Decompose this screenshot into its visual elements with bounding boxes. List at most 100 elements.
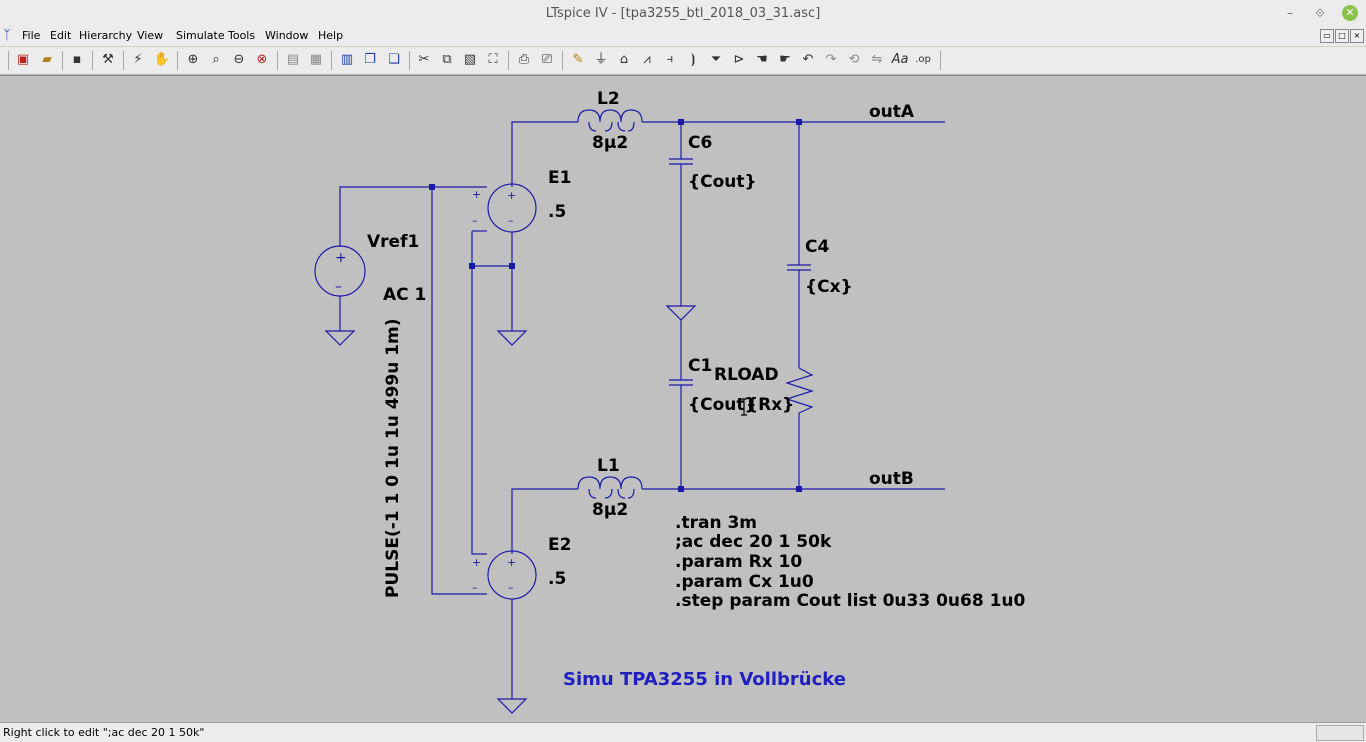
run-icon[interactable]: ⚡ <box>133 52 143 67</box>
capacitor-c1 <box>669 379 693 386</box>
menu-tools[interactable]: Tools <box>228 29 256 42</box>
c1-value[interactable]: {Cout} <box>688 395 757 415</box>
label-net-icon[interactable]: ⌂ <box>619 52 629 67</box>
toolbar-separator <box>123 51 124 70</box>
toolbar-separator <box>331 51 332 70</box>
control-panel-icon[interactable]: ⚒ <box>102 52 114 67</box>
toolbar-separator <box>940 51 941 70</box>
c4-name[interactable]: C4 <box>805 237 829 257</box>
zoom-out-icon[interactable]: ⊖ <box>233 52 245 67</box>
menu-edit[interactable]: Edit <box>50 29 72 42</box>
tile-vertical-icon[interactable]: ❐ <box>364 52 376 67</box>
resistor-icon[interactable]: ⩘ <box>643 52 651 67</box>
print-icon[interactable]: ⎚ <box>541 52 553 67</box>
e1-name[interactable]: E1 <box>548 168 571 188</box>
undo-icon[interactable]: ↶ <box>802 52 814 67</box>
toolbar-separator <box>62 51 63 70</box>
svg-text:–: – <box>472 581 478 594</box>
capacitor-icon[interactable]: ⫞ <box>666 52 674 67</box>
net-outB[interactable]: outB <box>869 469 914 489</box>
pan-icon[interactable]: ⌕ <box>212 52 220 67</box>
directive-step[interactable]: .step param Cout list 0u33 0u68 1u0 <box>675 591 1026 611</box>
rload-name[interactable]: RLOAD <box>714 365 779 385</box>
schematic-canvas[interactable]: +– +– +– +– +– L2 8μ2 C6 {Cout} outA E1 … <box>0 75 1366 722</box>
component-icon[interactable]: ⊳ <box>733 52 745 67</box>
drag-hand-icon[interactable]: ☛ <box>779 52 791 67</box>
l2-name[interactable]: L2 <box>597 89 620 109</box>
e2-name[interactable]: E2 <box>548 535 571 555</box>
inductor-icon[interactable]: ⦘ <box>690 52 696 67</box>
e2-value[interactable]: .5 <box>548 569 566 589</box>
tile-horizontal-icon[interactable]: ▥ <box>340 52 354 67</box>
menu-file[interactable]: File <box>22 29 41 42</box>
svg-text:–: – <box>508 214 514 227</box>
cut-icon[interactable]: ✂ <box>418 52 430 67</box>
capacitor-c4 <box>787 264 811 271</box>
zoom-fit-icon[interactable]: ⊗ <box>256 52 268 67</box>
text-cursor-icon <box>741 398 747 416</box>
c4-value[interactable]: {Cx} <box>805 277 853 297</box>
menu-simulate[interactable]: Simulate <box>176 29 225 42</box>
schematic-comment[interactable]: Simu TPA3255 in Vollbrücke <box>563 669 846 690</box>
find-icon[interactable]: ⛶ <box>488 52 498 67</box>
junction <box>796 119 802 125</box>
mirror-icon[interactable]: ⇋ <box>871 52 883 67</box>
directive-tran[interactable]: .tran 3m <box>675 513 757 533</box>
paste-icon[interactable]: ▧ <box>463 52 477 67</box>
wire <box>339 186 487 247</box>
cascade-windows-icon[interactable]: ❏ <box>388 52 400 67</box>
mdi-close-icon[interactable]: × <box>1350 29 1364 43</box>
c6-name[interactable]: C6 <box>688 133 712 153</box>
redo-icon[interactable]: ↷ <box>825 52 837 67</box>
minimize-icon[interactable]: – <box>1287 6 1293 20</box>
c6-value[interactable]: {Cout} <box>688 172 757 192</box>
app-logo-icon: ᛉ <box>3 28 11 43</box>
close-icon[interactable]: ✕ <box>1342 5 1358 21</box>
cascade-icon[interactable]: ▦ <box>309 52 323 67</box>
save-icon[interactable]: ▪ <box>72 52 82 67</box>
ground-symbol <box>496 698 528 714</box>
wire-pencil-icon[interactable]: ✎ <box>572 52 584 67</box>
menu-window[interactable]: Window <box>265 29 309 42</box>
ground-icon[interactable]: ⏚ <box>594 52 608 67</box>
toolbar-separator <box>177 51 178 70</box>
ground-symbol <box>496 330 528 346</box>
menu-help[interactable]: Help <box>318 29 344 42</box>
vref1-name[interactable]: Vref1 <box>367 232 419 252</box>
restore-icon[interactable]: ⟐ <box>1315 6 1325 20</box>
resize-grip-icon[interactable] <box>1316 725 1364 741</box>
move-hand-icon[interactable]: ☚ <box>756 52 768 67</box>
window-title: LTspice IV - [tpa3255_btl_2018_03_31.asc… <box>545 6 821 21</box>
net-outA[interactable]: outA <box>869 102 915 122</box>
open-folder-icon[interactable]: ▰ <box>42 52 52 67</box>
zoom-in-icon[interactable]: ⊕ <box>187 52 199 67</box>
c1-name[interactable]: C1 <box>688 356 712 376</box>
autorange-icon[interactable]: ▤ <box>286 52 300 67</box>
inductor-l2 <box>577 109 643 123</box>
rload-value[interactable]: {Rx} <box>746 395 794 415</box>
directive-param-rx[interactable]: .param Rx 10 <box>675 552 802 572</box>
vref1-ac[interactable]: AC 1 <box>383 285 426 305</box>
mdi-restore-icon[interactable]: ▭ <box>1320 29 1334 43</box>
menu-view[interactable]: View <box>137 29 164 42</box>
copy-icon[interactable]: ⧉ <box>442 52 452 67</box>
toolbar: ▣ ▰ ▪ ⚒ ⚡ ✋ ⊕ ⌕ ⊖ ⊗ ▤ ▦ ▥ ❐ ❏ ✂ ⧉ ▧ ⛶ ⎙ … <box>0 47 1366 75</box>
vref1-pulse[interactable]: PULSE(-1 1 0 1u 1u 499u 1m) <box>383 318 403 598</box>
e1-value[interactable]: .5 <box>548 202 566 222</box>
new-schematic-icon[interactable]: ▣ <box>16 52 30 67</box>
menu-hierarchy[interactable]: Hierarchy <box>79 29 133 42</box>
diode-icon[interactable]: ⏷ <box>710 52 722 67</box>
directive-param-cx[interactable]: .param Cx 1u0 <box>675 572 814 592</box>
text-icon[interactable]: Aa <box>891 52 909 67</box>
l2-value[interactable]: 8μ2 <box>592 133 628 153</box>
l1-name[interactable]: L1 <box>597 456 620 476</box>
mdi-maximize-icon[interactable]: □ <box>1335 29 1349 43</box>
print-setup-icon[interactable]: ⎙ <box>518 52 530 67</box>
rotate-icon[interactable]: ⟲ <box>848 52 860 67</box>
capacitor-c6 <box>669 158 693 165</box>
spice-directive-icon[interactable]: .op <box>915 54 931 65</box>
halt-hand-icon[interactable]: ✋ <box>153 52 171 67</box>
l1-value[interactable]: 8μ2 <box>592 500 628 520</box>
wire <box>511 121 578 187</box>
directive-ac[interactable]: ;ac dec 20 1 50k <box>675 532 832 552</box>
